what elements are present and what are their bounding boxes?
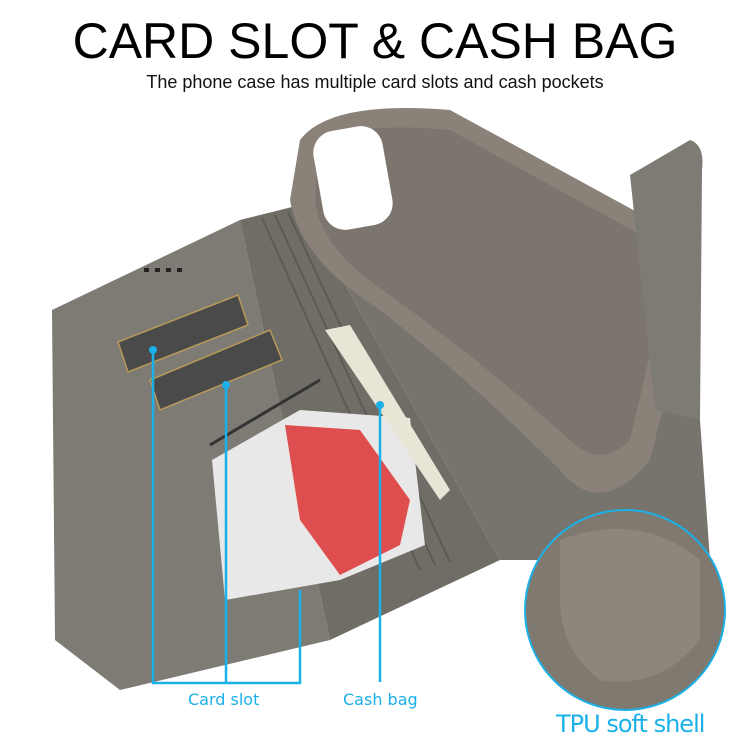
tpu-shell-label: TPU soft shell [556,710,705,738]
page-subtitle: The phone case has multiple card slots a… [146,72,604,92]
magnetic-strap [630,140,703,420]
camera-cutout [313,126,393,230]
callout-lines [151,350,382,685]
card-2 [149,329,283,411]
cash-bag-label: Cash bag [343,690,418,709]
tpu-shell-inner [315,127,666,455]
cash-note [325,325,450,500]
card-slot-label: Card slot [188,690,260,709]
speaker-dots [144,268,182,272]
page-title: CARD SLOT & CASH BAG [72,13,678,69]
